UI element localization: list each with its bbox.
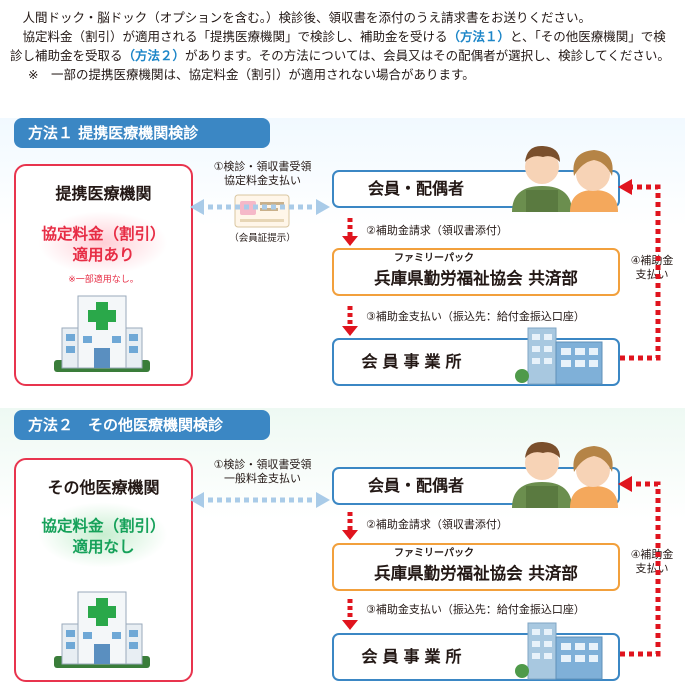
rate-text: 協定料金（割引） 適用あり — [41, 225, 166, 264]
institution-name: その他医療機関 — [47, 478, 160, 497]
footnote: ※一部適用なし。 — [68, 275, 139, 285]
arrow-step4 — [618, 476, 661, 657]
intro-line-1: 人間ドック・脳ドック（オプションを含む。）検診後、領収書を添付のうえ請求書をお送… — [22, 10, 592, 25]
intro-line-2: 協定料金（割引）が適用される「提携医療機関」で検診し、補助金を受ける（方法１）と… — [10, 29, 670, 63]
partner-institution-box: 提携医療機関 協定料金（割引） 適用あり ※一部適用なし。 — [14, 164, 193, 386]
hospital-icon — [54, 591, 150, 668]
arrow-step3 — [342, 599, 358, 630]
method1-reference: （方法１） — [447, 29, 511, 44]
member-spouse-box: 会員・配偶者 — [332, 467, 620, 505]
hospital-icon — [54, 295, 150, 372]
arrow-step2 — [342, 512, 358, 540]
arrow-step2 — [342, 218, 358, 246]
dotted-arrow-institution-member — [190, 199, 330, 215]
arrow-step3 — [342, 306, 358, 336]
card-caption: （会員証提示） — [229, 233, 296, 244]
association-box: ファミリーパック 兵庫県勤労福祉協会 共済部 — [332, 543, 620, 591]
institution-name: 提携医療機関 — [55, 184, 152, 203]
association-ruby: ファミリーパック — [394, 253, 474, 264]
rate-highlight — [38, 211, 168, 275]
step1-label: ①検診・領収書受領 一般料金支払い — [213, 458, 312, 485]
couple-illustration — [512, 441, 618, 508]
rate-text: 協定料金（割引） 適用なし — [41, 517, 166, 556]
couple-illustration — [512, 145, 618, 212]
step2-label: ②補助金請求（領収書添付） — [366, 224, 508, 237]
step3-label: ③補助金支払い（振込先：給付金振込口座） — [366, 603, 585, 616]
office-building-icon — [515, 327, 603, 385]
method1-title: 方法１ 提携医療機関検診 — [14, 118, 270, 148]
step2-label: ②補助金請求（領収書添付） — [366, 518, 508, 531]
intro-text: 人間ドック・脳ドック（オプションを含む。）検診後、領収書を添付のうえ請求書をお送… — [10, 8, 675, 84]
association-name: 兵庫県勤労福祉協会 共済部 — [374, 269, 578, 288]
association-name: 兵庫県勤労福祉協会 共済部 — [374, 564, 578, 583]
method2-reference: （方法２） — [122, 48, 186, 63]
dotted-arrow-institution-member — [190, 492, 330, 508]
rate-highlight — [38, 502, 168, 568]
other-institution-box: その他医療機関 協定料金（割引） 適用なし — [14, 458, 193, 682]
step3-label: ③補助金支払い（振込先：給付金振込口座） — [366, 310, 585, 323]
association-ruby: ファミリーパック — [394, 548, 474, 559]
method2-title: 方法２ その他医療機関検診 — [14, 410, 270, 440]
intro-note: ※ 一部の提携医療機関は、協定料金（割引）が適用されない場合があります。 — [28, 67, 475, 82]
association-box: ファミリーパック 兵庫県勤労福祉協会 共済部 — [332, 248, 620, 296]
step1-label: ①検診・領収書受領 協定料金支払い — [213, 160, 312, 187]
office-building-icon — [515, 622, 603, 680]
arrow-step4 — [618, 179, 661, 361]
